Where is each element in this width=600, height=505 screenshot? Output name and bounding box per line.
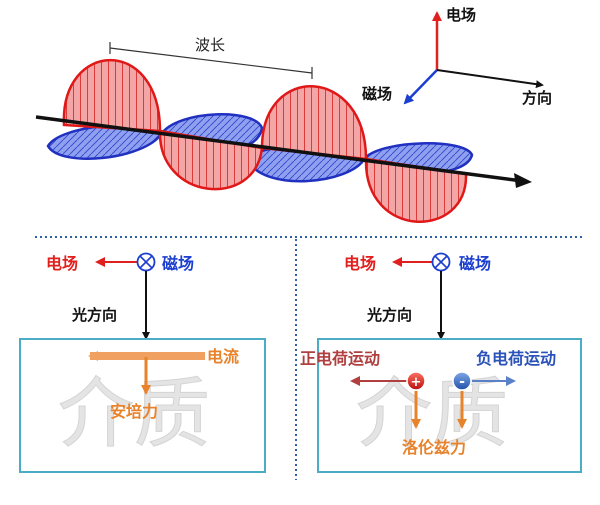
axis-electric-label: 电场 xyxy=(446,6,476,24)
electric-lobe-down xyxy=(158,129,264,191)
axis-magnetic-label: 磁场 xyxy=(362,85,392,103)
lorentz-force-label: 洛伦兹力 xyxy=(402,438,466,457)
right-medium-box xyxy=(317,338,582,473)
right-panel: 电场 磁场 光方向 介质 正电荷运动 + 负电荷运动 - 洛伦兹力 xyxy=(300,252,582,473)
left-medium-watermark: 介质 xyxy=(58,369,210,458)
right-magnetic-label: 磁场 xyxy=(459,254,491,273)
right-electric-label: 电场 xyxy=(344,254,376,273)
left-electric-label: 电场 xyxy=(46,254,78,273)
wavelength-bracket xyxy=(109,47,313,74)
wavelength-label: 波长 xyxy=(195,36,225,54)
left-light-direction-label: 光方向 xyxy=(71,306,117,324)
positive-charge-icon: + xyxy=(406,371,426,391)
positive-sign: + xyxy=(411,375,422,390)
ampere-force-label: 安培力 xyxy=(110,402,158,421)
positive-charge-motion-label: 正电荷运动 xyxy=(300,349,380,368)
right-light-direction-label: 光方向 xyxy=(366,306,412,324)
axis-direction-label: 方向 xyxy=(522,89,552,107)
right-magnetic-into-page-icon xyxy=(431,252,451,272)
left-medium-box xyxy=(19,338,266,473)
electric-lobe-up xyxy=(62,59,162,133)
current-label: 电流 xyxy=(207,347,239,366)
propagation-axis xyxy=(35,115,523,183)
direction-axis xyxy=(436,69,544,89)
em-wave: 波长 xyxy=(35,36,532,223)
magnetic-axis xyxy=(403,69,438,105)
negative-sign: - xyxy=(459,374,465,390)
electric-lobe-down xyxy=(364,157,468,223)
left-magnetic-into-page-icon xyxy=(136,252,156,272)
left-panel: 电场 磁场 光方向 介质 电流 安培力 xyxy=(19,252,266,473)
electric-lobe-up xyxy=(260,85,368,161)
axes-indicator: 电场 磁场 方向 xyxy=(362,6,552,107)
left-magnetic-label: 磁场 xyxy=(162,254,194,273)
propagation-arrow-head xyxy=(514,173,532,188)
right-medium-watermark: 介质 xyxy=(356,369,508,458)
negative-charge-motion-label: 负电荷运动 xyxy=(476,349,556,368)
negative-charge-icon: - xyxy=(452,371,472,391)
